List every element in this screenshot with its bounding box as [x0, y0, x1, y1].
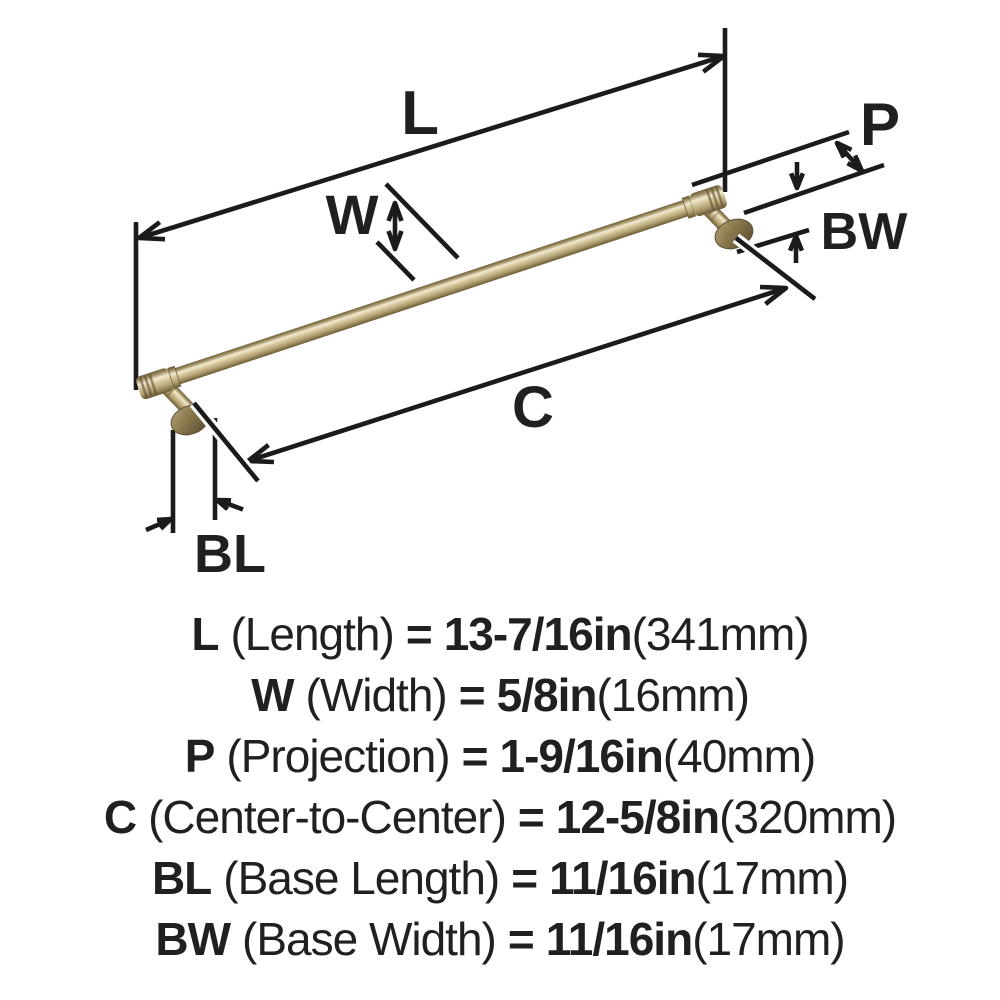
spec-metric: (16mm)	[596, 669, 749, 721]
W-gauge-line-upper	[384, 182, 460, 260]
spec-metric: (341mm)	[631, 608, 810, 660]
dimension-W	[375, 182, 460, 282]
C-arrowhead-right-icon	[759, 284, 789, 306]
W-gauge-line-lower	[375, 240, 416, 282]
spec-symbol: C	[103, 791, 137, 843]
label-W: W	[326, 183, 379, 246]
L-arrowhead-left-icon	[136, 220, 166, 242]
BL-left-arrowhead-icon	[156, 516, 174, 531]
spec-metric: (17mm)	[695, 852, 849, 904]
spec-imperial: 1-9/16in	[499, 730, 664, 782]
dimension-BL	[145, 418, 244, 533]
equals-sign: =	[405, 608, 433, 660]
dimension-spec-list: L (Length) = 13-7/16in(341mm) W (Width) …	[0, 604, 1000, 970]
dimension-L	[136, 52, 727, 242]
dimension-drawing: L C W P	[133, 28, 909, 584]
L-arrowhead-right-icon	[697, 52, 727, 74]
spec-metric: (17mm)	[692, 913, 845, 965]
W-arrowhead-up-icon	[386, 200, 404, 222]
spec-name: (Base Length)	[223, 852, 500, 904]
W-arrowhead-down-icon	[386, 230, 404, 252]
equals-sign: =	[511, 852, 538, 904]
left-base-extension-line	[192, 401, 260, 483]
BL-left-arrow-shaft	[145, 518, 169, 533]
label-BL: BL	[194, 524, 266, 584]
P-down-arrowhead-icon	[788, 172, 806, 191]
label-C: C	[512, 375, 554, 440]
base-extension-lines	[189, 233, 819, 485]
spec-name: (Width)	[305, 669, 448, 721]
handle-bar	[136, 185, 727, 400]
spec-metric: (320mm)	[719, 791, 897, 843]
spec-symbol: L	[191, 608, 219, 660]
BW-up-arrowhead-icon	[787, 233, 805, 252]
equals-sign: =	[458, 669, 486, 721]
spec-metric: (40mm)	[662, 730, 816, 782]
equals-sign: =	[517, 791, 545, 843]
label-BW: BW	[821, 203, 909, 261]
spec-row-base-length: BL (Base Length) = 11/16in(17mm)	[0, 848, 1000, 909]
spec-symbol: P	[184, 730, 216, 782]
right-base-extension-line	[734, 236, 817, 301]
spec-row-projection: P (Projection) = 1-9/16in(40mm)	[0, 726, 1000, 787]
P-arrow-shaft	[837, 143, 862, 171]
label-P: P	[860, 91, 900, 158]
spec-row-width: W (Width) = 5/8in(16mm)	[0, 665, 1000, 726]
spec-imperial: 12-5/8in	[555, 791, 720, 843]
L-dimension-line	[138, 53, 725, 241]
spec-imperial: 5/8in	[496, 669, 598, 721]
spec-imperial: 13-7/16in	[443, 608, 633, 660]
BL-right-arrowhead-icon	[214, 497, 232, 511]
label-L: L	[401, 79, 439, 148]
equals-sign: =	[461, 730, 489, 782]
spec-imperial: 11/16in	[549, 852, 696, 904]
spec-symbol: BL	[151, 852, 212, 904]
dimension-P	[691, 129, 885, 216]
equals-sign: =	[507, 913, 535, 965]
handle-pull	[136, 185, 819, 485]
P-gauge-line-lower	[743, 162, 885, 216]
P-arrowhead-upleft-icon	[834, 140, 853, 159]
spec-row-base-width: BW (Base Width) = 11/16in(17mm)	[0, 909, 1000, 970]
C-dimension-line	[247, 285, 787, 464]
P-gauge-line-upper	[691, 129, 850, 188]
P-arrowhead-downright-icon	[846, 154, 865, 174]
spec-name: (Projection)	[226, 730, 450, 782]
spec-name: (Center-to-Center)	[148, 791, 507, 843]
spec-name: (Length)	[230, 608, 394, 660]
spec-imperial: 11/16in	[545, 913, 693, 965]
spec-name: (Base Width)	[242, 913, 497, 965]
spec-row-length: L (Length) = 13-7/16in(341mm)	[0, 604, 1000, 665]
spec-symbol: BW	[155, 913, 231, 965]
spec-symbol: W	[251, 669, 294, 721]
spec-row-center-to-center: C (Center-to-Center) = 12-5/8in(320mm)	[0, 787, 1000, 848]
